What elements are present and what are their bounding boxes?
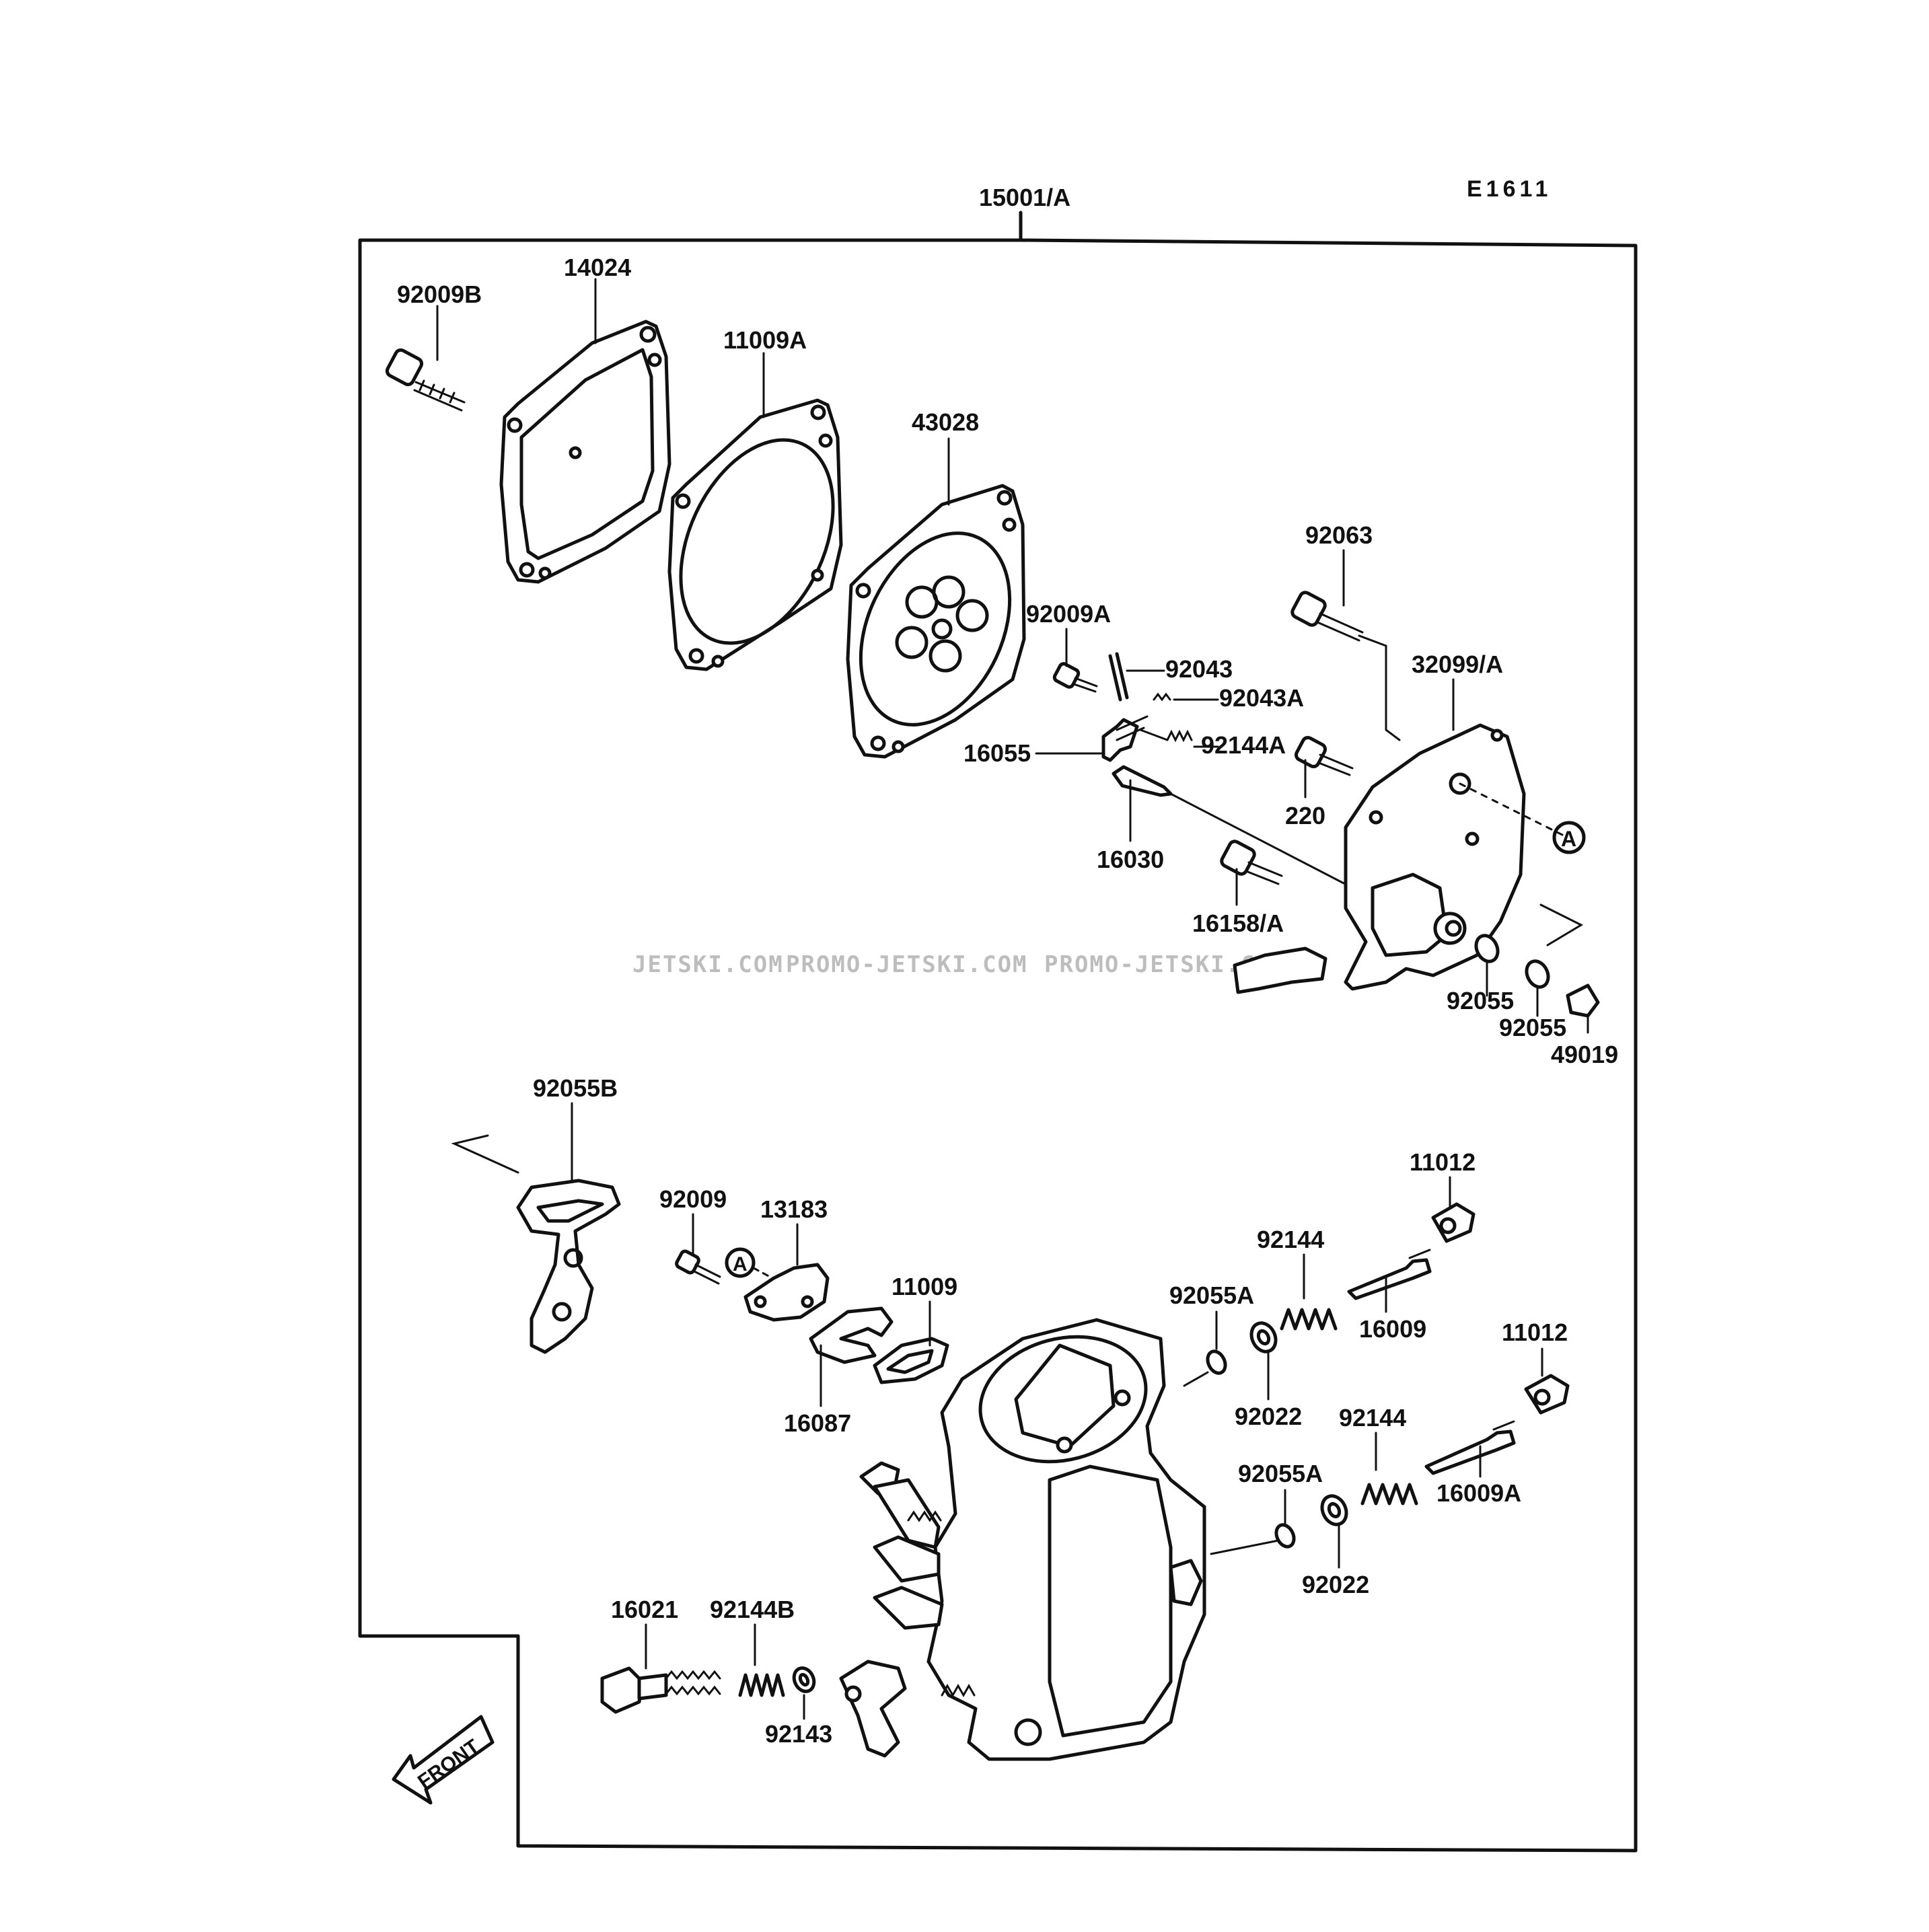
label-11009a: 11009A (723, 326, 807, 354)
callout-circle-a-lower (725, 1247, 756, 1278)
label-92055-1: 92055 (1447, 987, 1514, 1014)
plate-13183 (743, 1263, 830, 1322)
gasket-11009a (667, 398, 843, 671)
label-16009a: 16009A (1436, 1479, 1521, 1507)
spring-92043a (1153, 692, 1171, 702)
label-49019: 49019 (1551, 1041, 1618, 1068)
carburetor-body (926, 1318, 1206, 1761)
label-13183: 13183 (760, 1195, 828, 1223)
assembly-number: 15001/A (979, 184, 1070, 211)
needle-16009 (1347, 1249, 1432, 1300)
spring-92144-lower (1360, 1483, 1418, 1506)
body-fittings (839, 1461, 976, 1758)
label-220: 220 (1285, 802, 1325, 829)
callout-a-lower: A (733, 1253, 748, 1275)
label-11012-upper: 11012 (1410, 1148, 1476, 1176)
housing-32099a (1233, 723, 1569, 994)
label-16021: 16021 (611, 1596, 678, 1623)
part-labels: 92009B 14024 11009A 43028 92063 92009A 9… (397, 254, 1618, 1748)
label-32099a: 32099/A (1412, 651, 1503, 678)
gasket-92055b (516, 1179, 621, 1354)
spring-92144-upper (1280, 1308, 1338, 1331)
label-92043: 92043 (1165, 655, 1233, 683)
needle-16009a (1424, 1420, 1516, 1475)
washer-92143 (792, 1666, 816, 1693)
label-14024: 14024 (564, 254, 631, 281)
label-43028: 43028 (912, 408, 979, 436)
label-16055: 16055 (963, 739, 1031, 767)
drawing-code: E1611 (1467, 176, 1552, 202)
pin-92043 (1108, 652, 1129, 702)
assembly-frame (358, 238, 1638, 1853)
label-92009b: 92009B (397, 281, 482, 308)
washer-92022-lower (1320, 1494, 1348, 1526)
cap-11012-lower (1524, 1374, 1570, 1415)
label-92009a: 92009A (1026, 600, 1111, 628)
callout-a-upper: A (1561, 827, 1576, 851)
label-11009: 11009 (891, 1273, 957, 1300)
label-16087: 16087 (784, 1409, 851, 1437)
spring-92144a (1166, 729, 1193, 743)
lever-16055 (1101, 715, 1149, 762)
label-92063: 92063 (1305, 521, 1373, 549)
cap-49019 (1566, 983, 1600, 1018)
label-16030: 16030 (1097, 846, 1164, 873)
label-92055b: 92055B (533, 1074, 618, 1102)
label-92043a: 92043A (1219, 684, 1304, 712)
cap-11012-upper (1431, 1202, 1476, 1243)
label-92143: 92143 (765, 1720, 832, 1748)
screw-92009a (1052, 662, 1098, 693)
front-direction-arrow: FRONT (392, 1715, 495, 1805)
flow-chevron-right (1539, 903, 1584, 946)
gasket-16087 (809, 1306, 894, 1364)
label-92144b: 92144B (710, 1596, 795, 1623)
watermark-1: JETSKI.COM (632, 951, 784, 978)
label-92009: 92009 (659, 1185, 727, 1213)
screw-220 (1294, 735, 1354, 776)
screw-16158a (1220, 840, 1283, 885)
label-92055a-upper: 92055A (1169, 1281, 1254, 1309)
washer-92055a-lower (1274, 1523, 1296, 1549)
label-92144a: 92144A (1201, 731, 1286, 759)
label-92055a-lower: 92055A (1238, 1460, 1323, 1487)
screw-92009b (385, 348, 466, 412)
washer-92055-2 (1525, 959, 1550, 989)
screw-92063 (1290, 591, 1364, 642)
label-16009: 16009 (1359, 1315, 1426, 1343)
label-92055-2: 92055 (1499, 1014, 1566, 1041)
label-92022-upper: 92022 (1235, 1403, 1302, 1430)
label-16158a: 16158/A (1192, 909, 1284, 937)
label-92144-upper: 92144 (1257, 1226, 1324, 1253)
washer-92022-upper (1249, 1321, 1278, 1353)
washer-92055-1 (1474, 934, 1500, 963)
label-11012-lower: 11012 (1502, 1318, 1568, 1346)
label-92144-lower: 92144 (1339, 1404, 1406, 1432)
spring-92144b (738, 1673, 785, 1697)
washer-92055a-upper (1206, 1349, 1227, 1375)
callout-circle-a-upper (1552, 821, 1586, 854)
watermark-2: PROMO-JETSKI.COM (786, 951, 1028, 978)
flow-chevron-left (451, 1134, 519, 1174)
screw-92009 (675, 1249, 721, 1285)
screw-16021 (600, 1666, 721, 1714)
cover-14024 (499, 320, 671, 584)
label-92022-lower: 92022 (1302, 1571, 1369, 1598)
needle-16030 (1112, 765, 1173, 797)
diaphragm-43028 (846, 484, 1026, 759)
gasket-11009 (873, 1337, 949, 1384)
